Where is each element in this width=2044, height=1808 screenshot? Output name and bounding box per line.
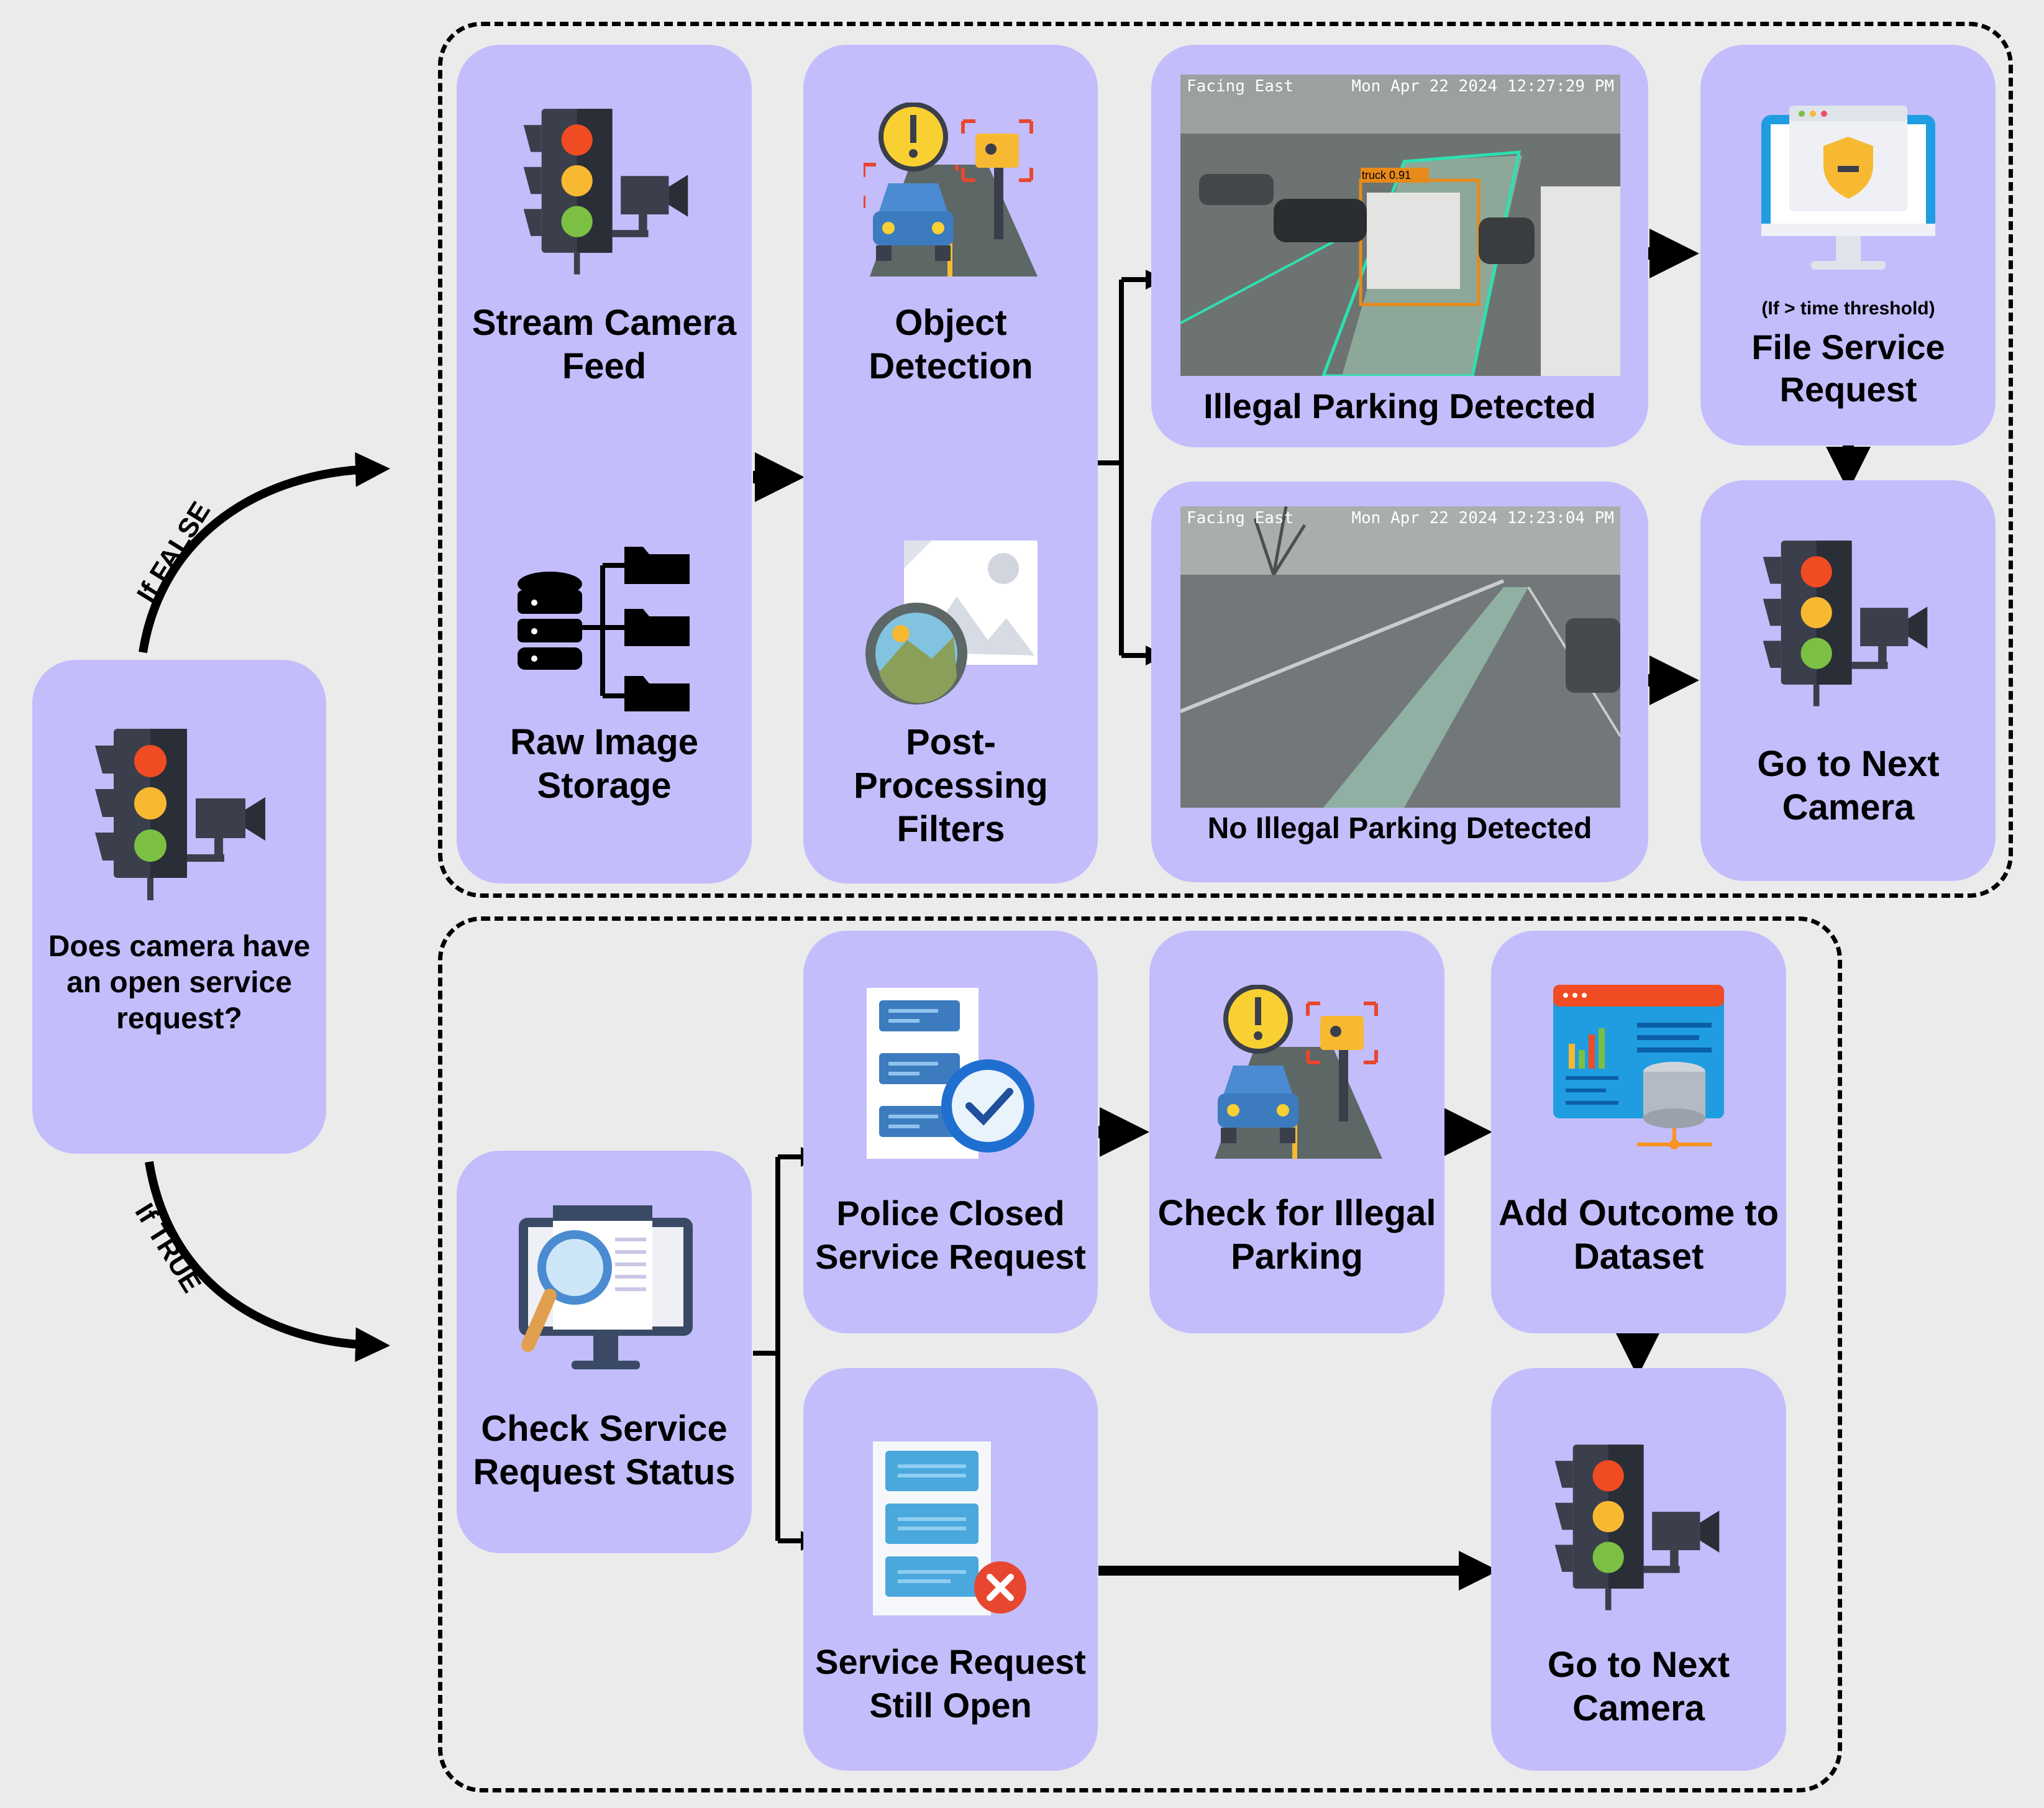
traffic-camera-icon [1554,1445,1720,1610]
document-check-icon [867,988,1034,1159]
add-outcome-label: Add Outcome to Dataset [1498,1193,1779,1277]
stream-label: Stream Camera Feed [472,303,737,386]
true-curve [145,1161,390,1363]
next-camera-label-top: Go to Next Camera [1757,744,1940,828]
detection-branch [1097,277,1140,658]
camera-timestamp: Mon Apr 22 2024 12:27:29 PM [1351,77,1614,96]
bottom-region [438,916,1842,1792]
status-branch [753,1154,795,1543]
storage-label: Raw Image Storage [510,722,698,806]
camera-direction: Facing East [1187,509,1294,527]
decision-question: Does camera have an open service request… [48,930,311,1035]
traffic-camera-icon [95,729,265,900]
top-region [438,22,2013,898]
traffic-camera-icon [1763,541,1928,706]
check-status-label: Check Service Request Status [473,1409,736,1492]
database-folders-icon [518,547,690,711]
object-detection-icon [1215,985,1382,1159]
camera-timestamp: Mon Apr 22 2024 12:23:04 PM [1351,509,1614,527]
check-illegal-label: Check for Illegal Parking [1157,1193,1436,1277]
detection-tag: truck 0.91 [1362,169,1412,181]
street-scene [1180,506,1620,808]
computer-police-icon [1761,106,1935,270]
next-camera-label-bottom: Go to Next Camera [1547,1645,1730,1728]
threshold-label: (If > time threshold) [1761,298,1935,319]
document-cancel-icon [873,1441,1026,1615]
image-filter-icon [865,541,1038,705]
traffic-camera-icon [523,109,688,275]
dashboard-data-icon [1553,985,1724,1149]
no-illegal-label: No Illegal Parking Detected [1207,812,1592,845]
street-scene [1180,75,1620,376]
police-closed-label: Police Closed Service Request [815,1194,1086,1276]
search-monitor-icon [519,1205,693,1369]
illegal-label: Illegal Parking Detected [1203,386,1596,426]
detection-label: Object Detection [869,303,1033,386]
still-open-label: Service Request Still Open [815,1642,1086,1725]
camera-frame-illegal: Facing East Mon Apr 22 2024 12:27:29 PM … [1180,75,1620,376]
false-curve [139,452,390,654]
camera-direction: Facing East [1187,77,1294,96]
camera-frame-no-illegal: Facing East Mon Apr 22 2024 12:23:04 PM [1180,506,1620,808]
object-detection-icon [864,103,1038,276]
filters-label: Post-Processing Filters [854,722,1048,849]
file-request-label: File Service Request [1751,327,1945,409]
